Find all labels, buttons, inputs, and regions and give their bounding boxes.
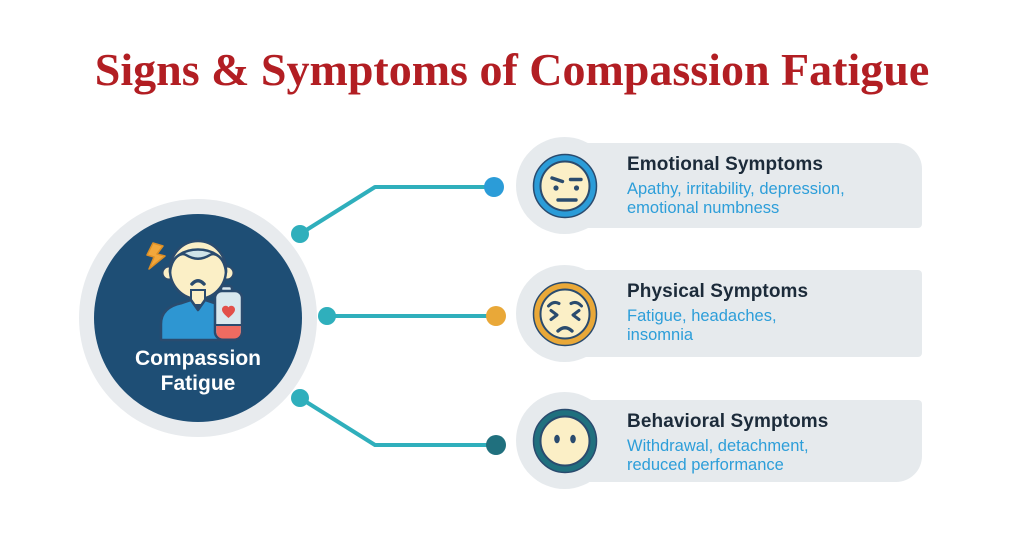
card-node-emotional: [484, 177, 504, 197]
hub-node-middle: [318, 307, 336, 325]
card-heading: Behavioral Symptoms: [627, 411, 829, 432]
card-description-line: emotional numbness: [627, 198, 780, 217]
card-behavioral: Behavioral Symptoms Withdrawal, detachme…: [560, 400, 922, 482]
card-icon-emotional: [516, 137, 613, 234]
card-icon-behavioral: [516, 392, 613, 489]
unamused-face-icon: [532, 153, 597, 218]
card-description-line: reduced performance: [627, 455, 784, 474]
card-description-line: Withdrawal, detachment,: [627, 437, 809, 455]
hub-label: Compassion Fatigue: [94, 346, 302, 396]
card-node-behavioral: [486, 435, 506, 455]
connector-line-behavioral: [298, 396, 496, 447]
person-low-battery-illustration: [146, 239, 244, 342]
card-physical: Physical Symptoms Fatigue, headaches, in…: [560, 270, 922, 357]
card-icon-physical: [516, 265, 613, 362]
card-description-line: Apathy, irritability, depression,: [627, 180, 845, 198]
card-description-line: Fatigue, headaches,: [627, 307, 777, 325]
hub-label-line: Fatigue: [160, 372, 236, 395]
hub-node-top: [291, 225, 309, 243]
connector-line-emotional: [298, 185, 494, 236]
low-battery-icon: [213, 284, 244, 341]
hair: [168, 248, 228, 274]
neutral-face-icon: [532, 408, 597, 473]
page-title: Signs & Symptoms of Compassion Fatigue: [94, 44, 930, 95]
hub-label-line: Compassion: [134, 347, 262, 370]
heart-icon: [222, 305, 235, 318]
card-emotional: Emotional Symptoms Apathy, irritability,…: [560, 143, 922, 228]
card-description-line: insomnia: [627, 325, 694, 344]
card-heading: Emotional Symptoms: [627, 154, 824, 175]
card-node-physical: [486, 306, 506, 326]
distressed-face-icon: [532, 281, 597, 346]
hub-node-bottom: [291, 389, 309, 407]
frown-mouth: [190, 279, 206, 286]
card-heading: Physical Symptoms: [627, 281, 809, 302]
lightning-icon: [146, 242, 166, 270]
